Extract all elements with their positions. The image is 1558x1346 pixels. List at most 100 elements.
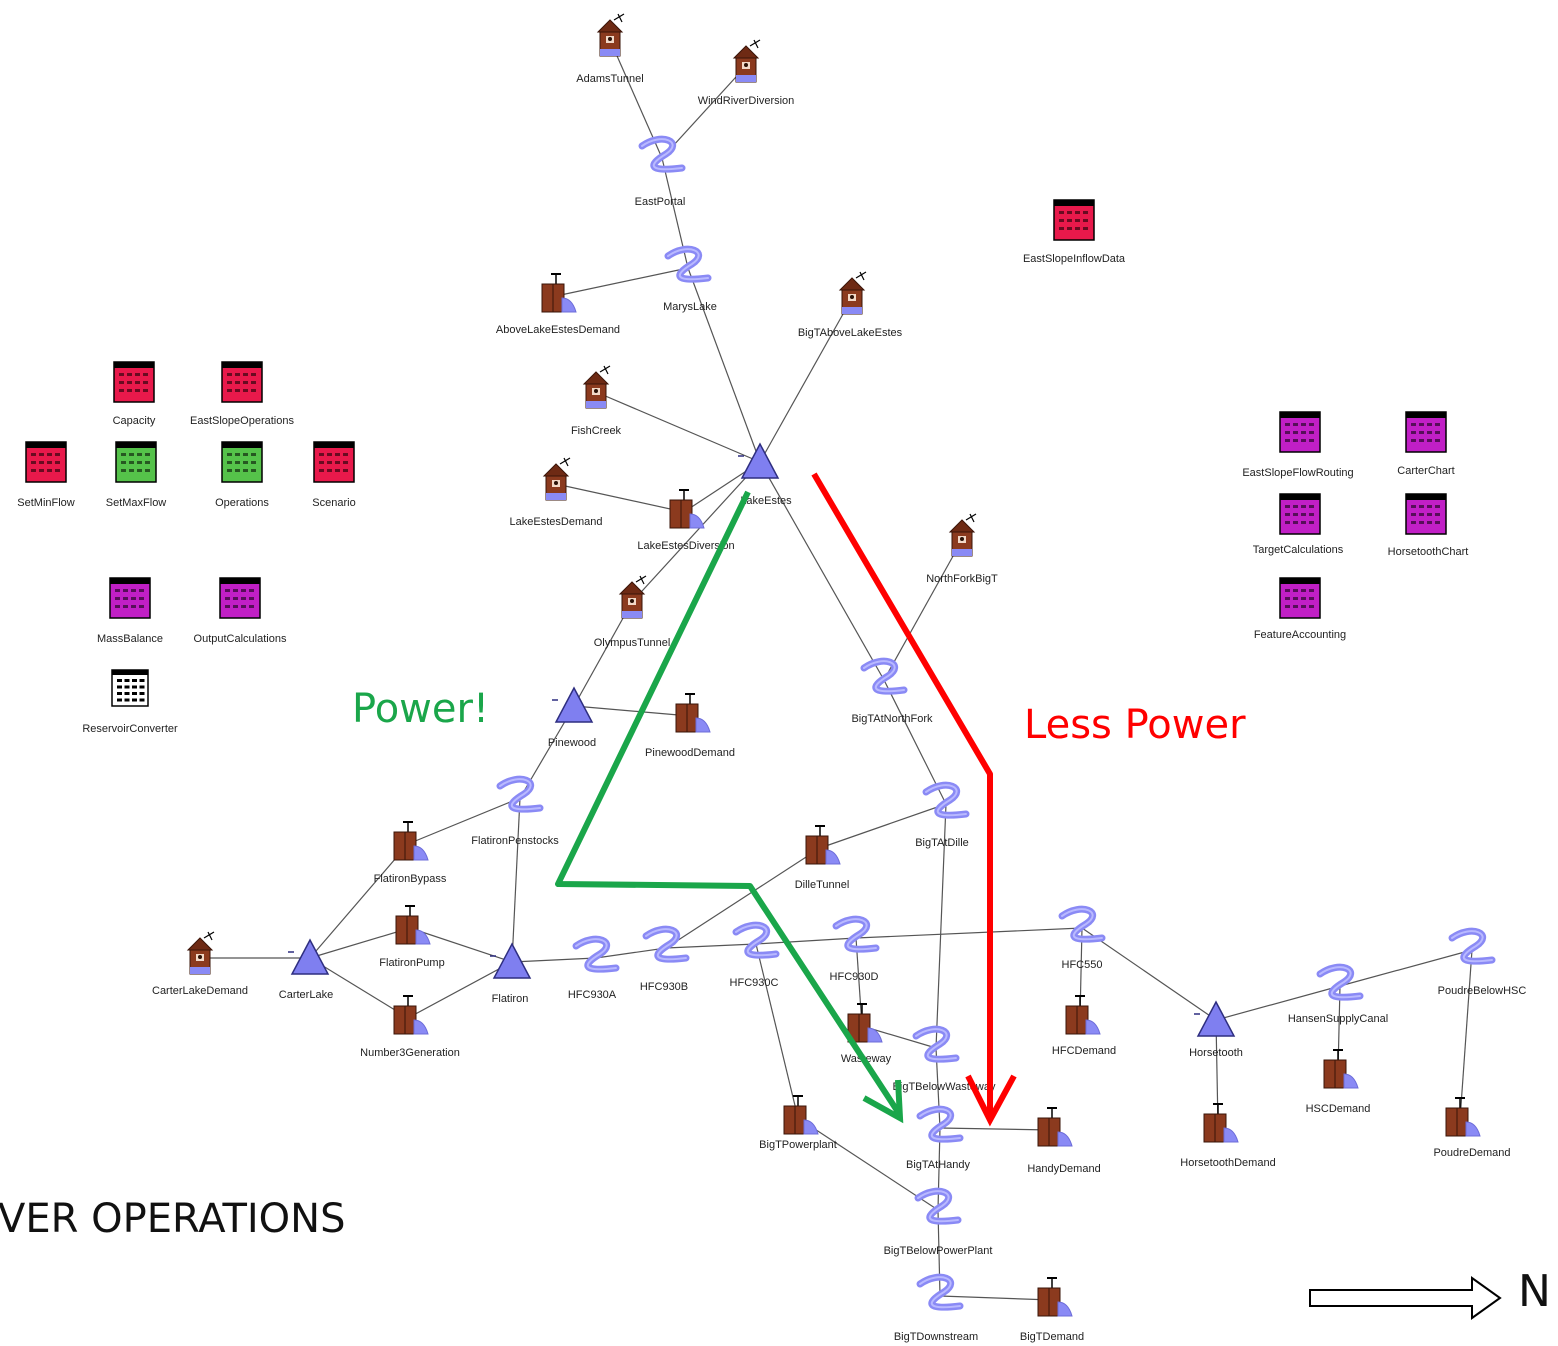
reservoir-icon [288,938,330,975]
node-hfcdemand[interactable]: HFCDemand [1052,995,1116,1057]
node-label: HorsetoothDemand [1180,1157,1275,1169]
node-maryslake[interactable]: MarysLake [663,245,717,313]
node-dilletunnel[interactable]: DilleTunnel [795,825,850,891]
node-lakeestes[interactable]: LakeEstes [738,442,792,507]
node-horsetoothdemand[interactable]: HorsetoothDemand [1180,1103,1276,1169]
node-outputcalculations[interactable]: OutputCalculations [194,577,287,645]
node-hfc930b[interactable]: HFC930B [640,925,690,993]
inflow-icon [542,457,571,501]
node-bigtbelowwasteway[interactable]: BigTBelowWasteway [893,1025,996,1093]
node-label: LakeEstes [740,495,792,507]
node-eastslopeflowrouting[interactable]: EastSlopeFlowRouting [1242,411,1354,479]
node-bigtatnorthfork[interactable]: BigTAtNorthFork [851,657,933,725]
node-windriverdiversion[interactable]: WindRiverDiversion [698,39,795,107]
reach-icon [1316,963,1364,1001]
node-carterchart[interactable]: CarterChart [1397,411,1455,477]
node-horsetooth[interactable]: Horsetooth [1189,1000,1243,1059]
node-flatironpenstocks[interactable]: FlatironPenstocks [471,775,559,847]
node-reservoirconverter[interactable]: ReservoirConverter [82,669,178,735]
node-carterlakedemand[interactable]: CarterLakeDemand [152,931,248,997]
reach-icon [638,135,686,173]
link-line [511,797,521,963]
node-label: FishCreek [571,425,622,437]
node-label: AboveLakeEstesDemand [496,324,620,336]
reach-icon [642,925,690,963]
node-pinewood[interactable]: Pinewood [548,686,596,749]
node-carterlake[interactable]: CarterLake [279,938,333,1001]
node-hfc550[interactable]: HFC550 [1058,905,1106,971]
table-red-icon [1053,199,1095,241]
link-line [1339,949,1473,987]
node-number3generation[interactable]: Number3Generation [360,995,460,1059]
node-bigtathandy[interactable]: BigTAtHandy [906,1105,970,1171]
node-label: BigTBelowPowerPlant [884,1245,993,1257]
node-poudredemand[interactable]: PoudreDemand [1433,1097,1511,1159]
node-bigtabovelakeestes[interactable]: BigTAboveLakeEstes [798,271,903,339]
node-scenario[interactable]: Scenario [312,441,356,509]
node-label: HansenSupplyCanal [1288,1013,1388,1025]
demand-icon [393,995,429,1035]
node-handydemand[interactable]: HandyDemand [1027,1107,1101,1175]
inflow-icon [838,271,867,315]
node-flatironpump[interactable]: FlatironPump [379,905,445,969]
node-label: Number3Generation [360,1047,460,1059]
table-red-icon [113,361,155,403]
node-pinewooddemand[interactable]: PinewoodDemand [645,693,735,759]
demand-icon [1203,1103,1239,1143]
node-setmaxflow[interactable]: SetMaxFlow [106,441,167,509]
node-horsetoothchart[interactable]: HorsetoothChart [1388,493,1469,558]
node-hfc930c[interactable]: HFC930C [730,921,780,989]
node-bigtdownstream[interactable]: BigTDownstream [894,1273,978,1343]
node-label: NorthForkBigT [926,573,998,585]
node-label: EastPortal [635,196,686,208]
node-hfc930a[interactable]: HFC930A [568,935,620,1001]
node-northforkbigt[interactable]: NorthForkBigT [926,513,998,585]
nodes-layer: AdamsTunnel WindRiverDiversionEastPortalM… [17,13,1527,1343]
node-label: FeatureAccounting [1254,629,1346,641]
node-targetcalculations[interactable]: TargetCalculations [1253,493,1344,556]
demand-icon [1037,1107,1073,1147]
node-lakeestesdiversion[interactable]: LakeEstesDiversion [637,489,735,552]
node-eastslopeinflowdata[interactable]: EastSlopeInflowData [1023,199,1126,265]
node-label: HFC550 [1062,959,1103,971]
demand-icon [669,489,705,529]
node-capacity[interactable]: Capacity [113,361,156,427]
node-abovelakeestesdemand[interactable]: AboveLakeEstesDemand [496,273,620,336]
node-olympustunnel[interactable]: OlympusTunnel [594,575,671,649]
node-bigtpowerplant[interactable]: BigTPowerplant [759,1095,837,1151]
node-bigtatdille[interactable]: BigTAtDille [915,781,970,849]
inflow-icon [582,365,611,409]
node-poudrebelowhsc[interactable]: PoudreBelowHSC [1438,927,1527,997]
reach-icon [912,1025,960,1063]
node-label: BigTAboveLakeEstes [798,327,903,339]
node-eastslopeoperations[interactable]: EastSlopeOperations [190,361,294,427]
reach-icon [916,1273,964,1311]
node-lakeestesdemand[interactable]: LakeEstesDemand [510,457,603,528]
node-label: EastSlopeOperations [190,415,294,427]
link-line [759,461,885,681]
node-label: HFCDemand [1052,1045,1116,1057]
node-operations[interactable]: Operations [215,441,269,509]
node-featureaccounting[interactable]: FeatureAccounting [1254,577,1346,641]
node-hansensupplycanal[interactable]: HansenSupplyCanal [1288,963,1388,1025]
links-layer [200,39,1473,1301]
node-flatiron[interactable]: Flatiron [490,942,532,1005]
node-eastportal[interactable]: EastPortal [635,135,686,208]
node-label: Capacity [113,415,156,427]
node-hfc930d[interactable]: HFC930D [830,915,880,983]
node-massbalance[interactable]: MassBalance [97,577,163,645]
node-hscdemand[interactable]: HSCDemand [1306,1049,1371,1115]
node-setminflow[interactable]: SetMinFlow [17,441,75,509]
link-line [797,1117,939,1211]
node-bigtbelowpowerplant[interactable]: BigTBelowPowerPlant [884,1187,993,1257]
node-label: Horsetooth [1189,1047,1243,1059]
node-flatironbypass[interactable]: FlatironBypass [374,821,447,885]
link-line [759,297,853,463]
node-adamstunnel[interactable]: AdamsTunnel [576,13,644,85]
node-label: BigTAtHandy [906,1159,970,1171]
node-label: CarterChart [1397,465,1454,477]
node-bigtdemand[interactable]: BigTDemand [1020,1277,1084,1343]
inflow-icon [186,931,215,975]
link-line [631,461,761,603]
node-fishcreek[interactable]: FishCreek [571,365,622,437]
